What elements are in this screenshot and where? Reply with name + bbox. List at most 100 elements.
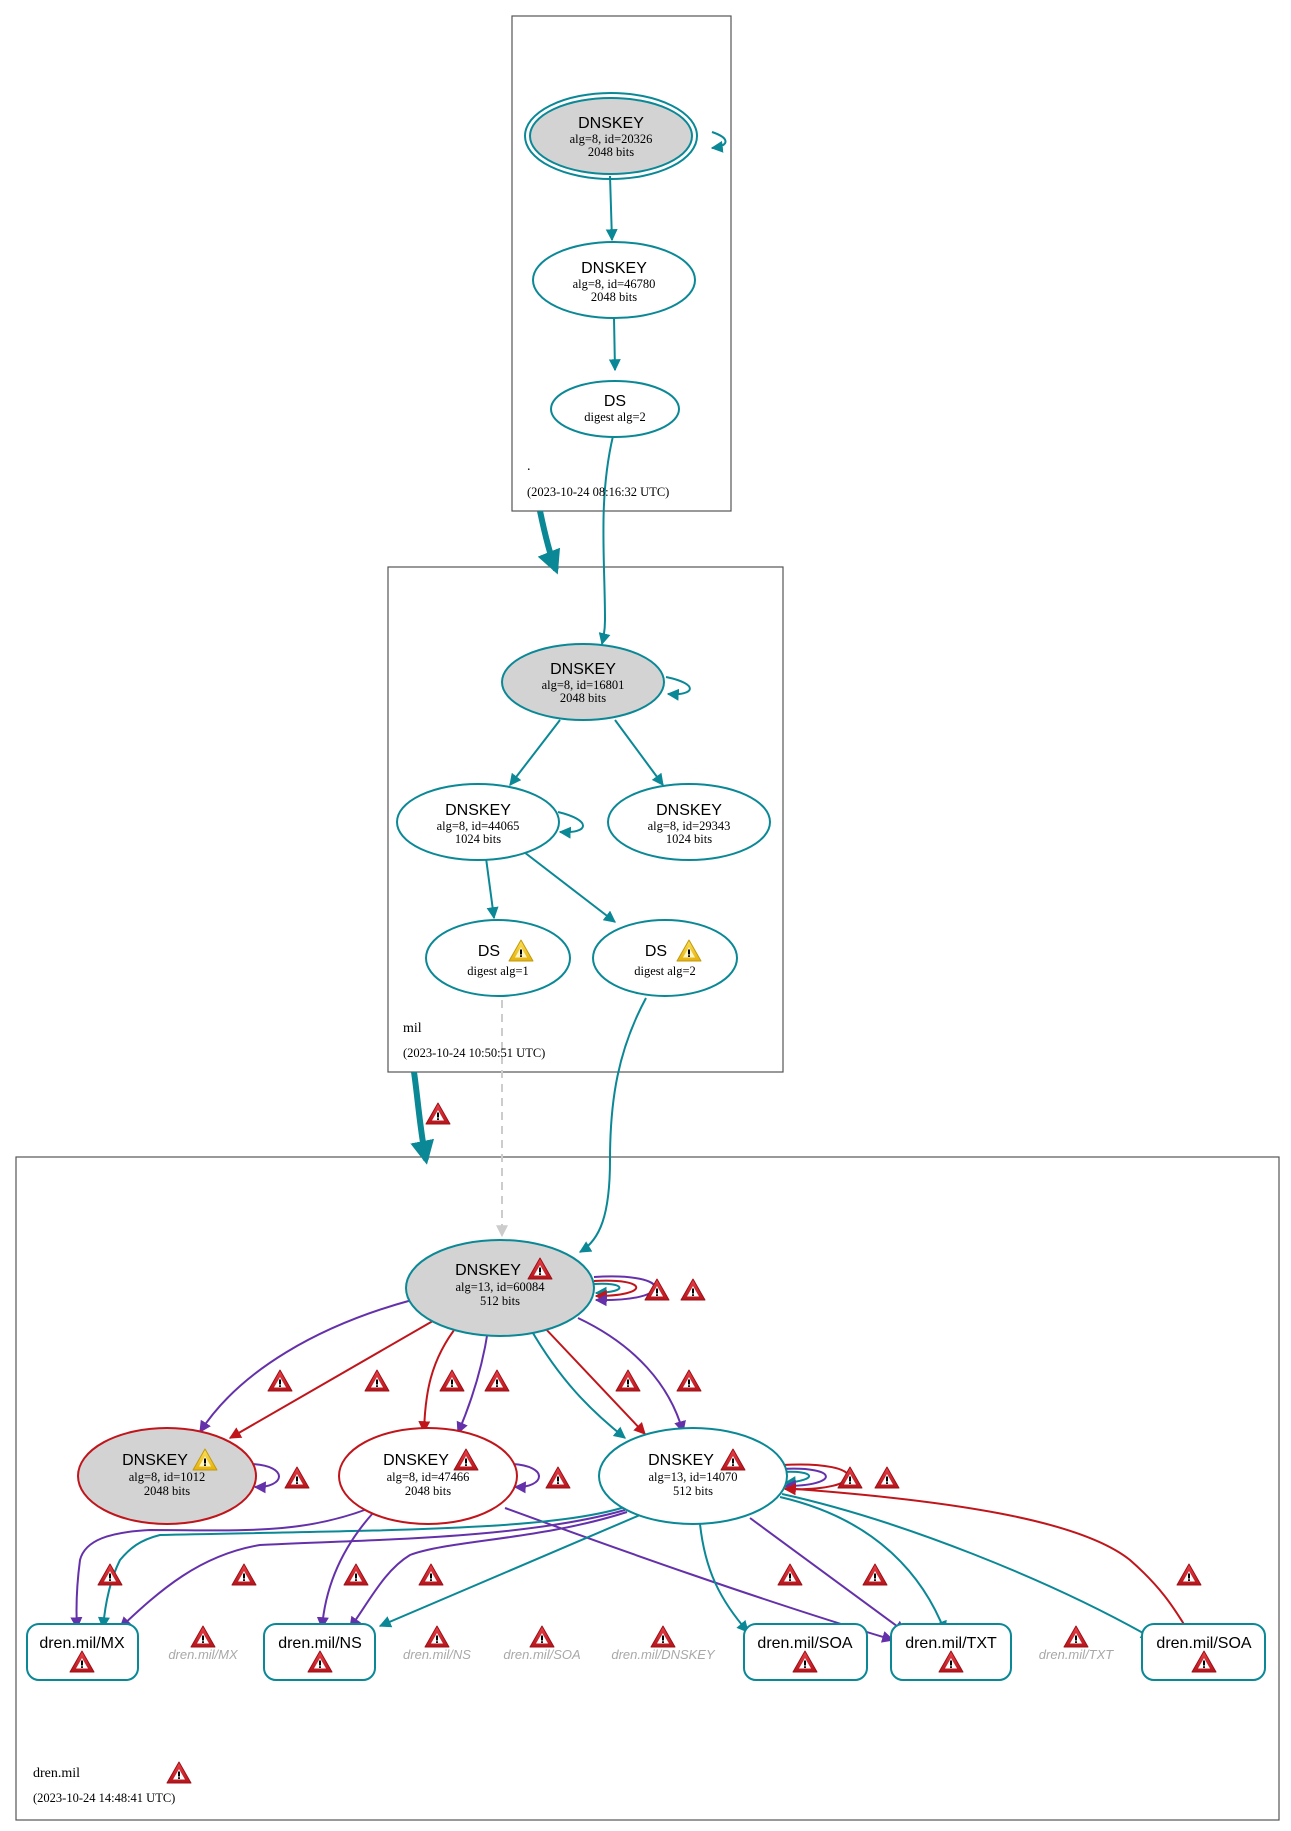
edge-warning-icon[interactable] <box>615 1369 641 1392</box>
node-mil-zsk-44065[interactable]: DNSKEY alg=8, id=44065 1024 bits <box>396 783 560 861</box>
edge-warning-icon[interactable] <box>418 1563 444 1586</box>
edge-k14070-to-soa2-red <box>781 1487 1194 1639</box>
edge-warning-icon[interactable] <box>862 1563 888 1586</box>
node-type: DS <box>478 943 500 960</box>
rrset-mx[interactable]: dren.mil/MX <box>26 1623 139 1681</box>
ghost-rrset-ns[interactable]: dren.mil/NS <box>403 1625 471 1662</box>
edge-dren-ksk-to-k47466-purple <box>456 1329 489 1435</box>
ghost-label: dren.mil/NS <box>403 1647 471 1662</box>
node-root-zsk[interactable]: DNSKEY alg=8, id=46780 2048 bits <box>532 241 696 319</box>
node-dren-ksk-60084[interactable]: DNSKEY alg=13, id=60084 512 bits <box>405 1239 595 1337</box>
edge-warning-icon[interactable] <box>267 1369 293 1392</box>
ghost-warning-icon[interactable] <box>190 1625 216 1648</box>
edge-k1012-self <box>251 1463 280 1494</box>
edge-dren-ksk-to-k1012-purple <box>199 1299 413 1434</box>
edge-dren-ksk-to-k47466-red <box>418 1324 459 1434</box>
ghost-rrset-txt[interactable]: dren.mil/TXT <box>1039 1625 1114 1662</box>
ghost-rrset-dnskey[interactable]: dren.mil/DNSKEY <box>611 1625 716 1662</box>
edge-k14070-to-txt-purple <box>749 1517 906 1633</box>
edge-root-ds-to-mil-ksk <box>598 435 614 646</box>
rrset-soa-2[interactable]: dren.mil/SOA <box>1141 1623 1266 1681</box>
edge-k14070-self-purple <box>781 1467 827 1492</box>
edge-root-ksk-self <box>710 131 727 153</box>
node-type: DNSKEY <box>122 1452 188 1469</box>
edge-root-zsk-to-ds <box>608 317 621 372</box>
edge-mil-ksk-to-zsk2 <box>614 719 664 786</box>
node-mil-ds-1[interactable]: DS digest alg=1 <box>425 919 571 997</box>
edge-warning-icon[interactable] <box>439 1369 465 1392</box>
node-mil-ds-2[interactable]: DS digest alg=2 <box>592 919 738 997</box>
edge-dren-ksk-to-k1012-red <box>228 1317 439 1439</box>
node-root-ksk[interactable]: DNSKEY alg=8, id=20326 2048 bits <box>524 92 698 180</box>
node-bits: 512 bits <box>480 1294 520 1308</box>
edge-mil-zsk1-to-ds1 <box>485 857 499 920</box>
zone-mil-box <box>387 566 784 1073</box>
node-type: DNSKEY <box>550 661 616 678</box>
edge-k14070-to-soa1-teal <box>699 1523 749 1633</box>
node-dren-key-14070[interactable]: DNSKEY alg=13, id=14070 512 bits <box>598 1427 788 1525</box>
node-detail: alg=8, id=1012 <box>129 1470 206 1484</box>
edge-dren-ksk-self-teal <box>593 1282 621 1299</box>
node-bits: 1024 bits <box>666 832 712 846</box>
node-root-ds[interactable]: DS digest alg=2 <box>550 380 680 438</box>
edge-mil-zsk1-to-ds2 <box>523 851 616 923</box>
ghost-warning-icon[interactable] <box>424 1625 450 1648</box>
ghost-warning-icon[interactable] <box>529 1625 555 1648</box>
edge-warning-icon[interactable] <box>777 1563 803 1586</box>
k1012-self-warning-icon[interactable] <box>284 1466 310 1489</box>
edge-warning-icon[interactable] <box>97 1563 123 1586</box>
edge-warning-icon[interactable] <box>364 1369 390 1392</box>
rrset-ns[interactable]: dren.mil/NS <box>263 1623 376 1681</box>
node-detail: alg=8, id=44065 <box>437 819 520 833</box>
node-mil-ksk[interactable]: DNSKEY alg=8, id=16801 2048 bits <box>501 643 665 721</box>
edge-mil-ksk-to-zsk1 <box>509 719 561 786</box>
dren-ksk-self-warning-icon-2[interactable] <box>680 1278 706 1301</box>
node-detail: alg=13, id=60084 <box>455 1280 545 1294</box>
node-dren-key-47466[interactable]: DNSKEY alg=8, id=47466 2048 bits <box>338 1427 518 1525</box>
node-bits: 2048 bits <box>560 691 606 705</box>
delegation-warning-icon[interactable] <box>425 1102 451 1125</box>
edge-warning-icon[interactable] <box>343 1563 369 1586</box>
edge-warning-icon[interactable] <box>1176 1563 1202 1586</box>
edge-mil-zsk1-self <box>557 811 584 839</box>
ghost-warning-icon[interactable] <box>1063 1625 1089 1648</box>
node-dren-key-1012[interactable]: DNSKEY alg=8, id=1012 2048 bits <box>77 1427 257 1525</box>
ghost-label: dren.mil/MX <box>168 1647 239 1662</box>
node-bits: 512 bits <box>673 1484 713 1498</box>
edge-warning-icon[interactable] <box>231 1563 257 1586</box>
rrset-soa-1[interactable]: dren.mil/SOA <box>743 1623 868 1681</box>
edge-warning-icon[interactable] <box>676 1369 702 1392</box>
k47466-self-warning-icon[interactable] <box>545 1466 571 1489</box>
node-bits: 2048 bits <box>591 290 637 304</box>
node-type: DNSKEY <box>383 1452 449 1469</box>
ghost-rrset-soa[interactable]: dren.mil/SOA <box>503 1625 581 1662</box>
rrset-label: dren.mil/SOA <box>1156 1635 1251 1652</box>
k14070-self-warning-icon-2[interactable] <box>874 1466 900 1489</box>
edge-k47466-to-ns-purple <box>316 1512 374 1630</box>
node-type: DS <box>645 943 667 960</box>
node-bits: 1024 bits <box>455 832 501 846</box>
node-detail: digest alg=1 <box>467 964 529 978</box>
edge-k47466-to-mx-purple <box>70 1507 371 1630</box>
ghost-warning-icon[interactable] <box>650 1625 676 1648</box>
edge-warning-icon[interactable] <box>484 1369 510 1392</box>
node-type: DNSKEY <box>455 1262 521 1279</box>
node-detail: alg=8, id=46780 <box>573 277 656 291</box>
ghost-rrset-mx[interactable]: dren.mil/MX <box>168 1625 239 1662</box>
node-bits: 2048 bits <box>588 145 634 159</box>
zone-dren-warning-icon[interactable] <box>166 1761 192 1784</box>
node-mil-zsk-29343[interactable]: DNSKEY alg=8, id=29343 1024 bits <box>607 783 771 861</box>
edge-k14070-to-ns-purple <box>349 1511 628 1629</box>
delegation-mil-to-dren <box>410 1071 435 1165</box>
node-detail: alg=8, id=29343 <box>648 819 731 833</box>
rrset-txt[interactable]: dren.mil/TXT <box>890 1623 1012 1681</box>
node-bits: 2048 bits <box>405 1484 451 1498</box>
edge-k14070-to-mx-purple <box>119 1509 626 1629</box>
zone-root-box <box>511 15 732 512</box>
node-type: DNSKEY <box>656 802 722 819</box>
zone-root-timestamp: (2023-10-24 08:16:32 UTC) <box>527 485 669 499</box>
node-type: DNSKEY <box>445 802 511 819</box>
edge-k47466-self <box>511 1463 540 1494</box>
rrset-label: dren.mil/SOA <box>757 1635 852 1652</box>
edge-dren-ksk-to-k14070-purple <box>577 1317 686 1434</box>
